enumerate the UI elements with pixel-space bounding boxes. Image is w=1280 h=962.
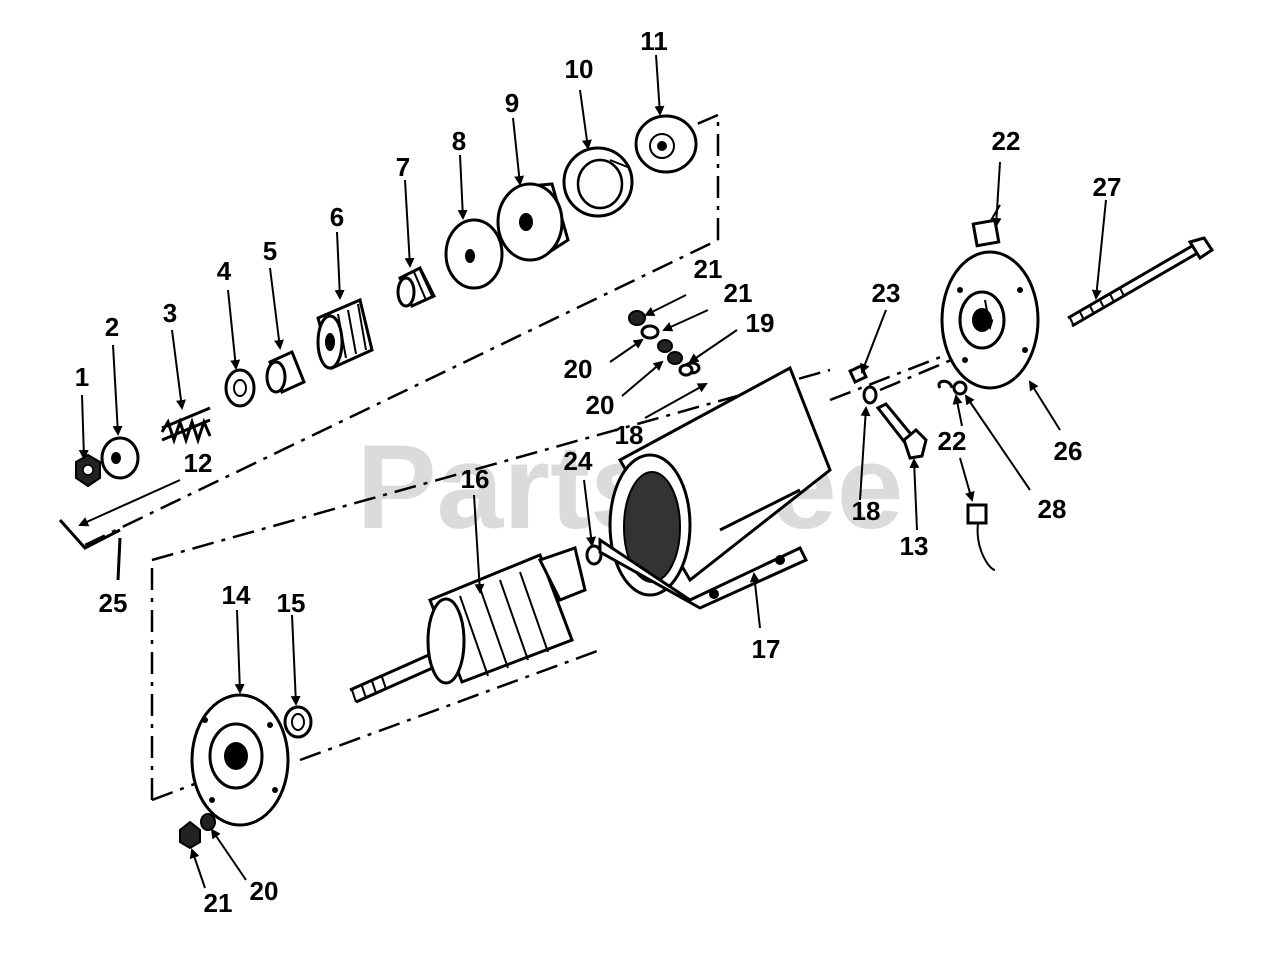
callout-labels: 1 2 3 4 5 6 7 8 9 10 11 12 13 14 15 16 1…	[75, 26, 1122, 918]
part-13-bolt	[875, 402, 928, 460]
part-2-washer	[100, 436, 140, 480]
callout-5: 5	[263, 236, 277, 266]
part-27-through-bolt	[1067, 236, 1215, 328]
callout-21-upper: 21	[694, 254, 723, 284]
callout-22-lower: 22	[938, 426, 967, 456]
part-26-rear-plate	[940, 250, 1040, 390]
part-9-disc	[496, 182, 570, 262]
part-8-washer	[444, 218, 504, 290]
callout-24: 24	[564, 446, 593, 476]
callout-11: 11	[640, 26, 668, 56]
part-10-ring	[562, 146, 634, 218]
part-15-washer	[283, 705, 313, 739]
callout-19: 19	[746, 308, 775, 338]
callout-28: 28	[1038, 494, 1067, 524]
part-6-pinion-gear	[316, 297, 374, 371]
callout-13: 13	[900, 531, 929, 561]
callout-17: 17	[752, 634, 781, 664]
callout-14: 14	[222, 580, 251, 610]
part-1-nut	[75, 453, 101, 488]
callout-23: 23	[872, 278, 901, 308]
callout-20-upper: 20	[564, 354, 593, 384]
callout-22-upper: 22	[992, 126, 1021, 156]
part-17-housing	[598, 365, 832, 610]
part-11-cap	[634, 114, 698, 174]
callout-3: 3	[163, 298, 177, 328]
callout-8: 8	[452, 126, 466, 156]
callout-20-middle: 20	[586, 390, 615, 420]
callout-26: 26	[1054, 436, 1083, 466]
callout-20-bottom: 20	[250, 876, 279, 906]
callout-25: 25	[99, 588, 128, 618]
callout-1: 1	[75, 362, 89, 392]
part-14-front-plate	[190, 693, 290, 827]
callout-21-middle: 21	[724, 278, 753, 308]
callout-6: 6	[330, 202, 344, 232]
part-5-sleeve	[265, 349, 306, 395]
callout-9: 9	[505, 88, 519, 118]
part-7-drive-nut	[396, 265, 437, 308]
callout-27: 27	[1093, 172, 1122, 202]
part-3-spring	[160, 406, 212, 445]
part-28-spring-clip	[937, 379, 968, 396]
callout-18-right: 18	[852, 496, 881, 526]
callout-4: 4	[217, 256, 232, 286]
leader-arrows	[78, 54, 1107, 889]
part-19-21-small-hardware	[628, 310, 694, 377]
part-22-brush-lower	[966, 503, 996, 571]
callout-18-left: 18	[615, 420, 644, 450]
callout-2: 2	[105, 312, 119, 342]
callout-10: 10	[565, 54, 594, 84]
callout-16: 16	[461, 464, 490, 494]
part-16-armature	[349, 546, 587, 704]
part-4-washer	[224, 368, 256, 408]
part-21-20-bottom-hardware	[179, 813, 216, 850]
callout-15: 15	[277, 588, 306, 618]
callout-7: 7	[396, 152, 410, 182]
callout-21-bottom: 21	[204, 888, 233, 918]
callout-12: 12	[184, 448, 213, 478]
